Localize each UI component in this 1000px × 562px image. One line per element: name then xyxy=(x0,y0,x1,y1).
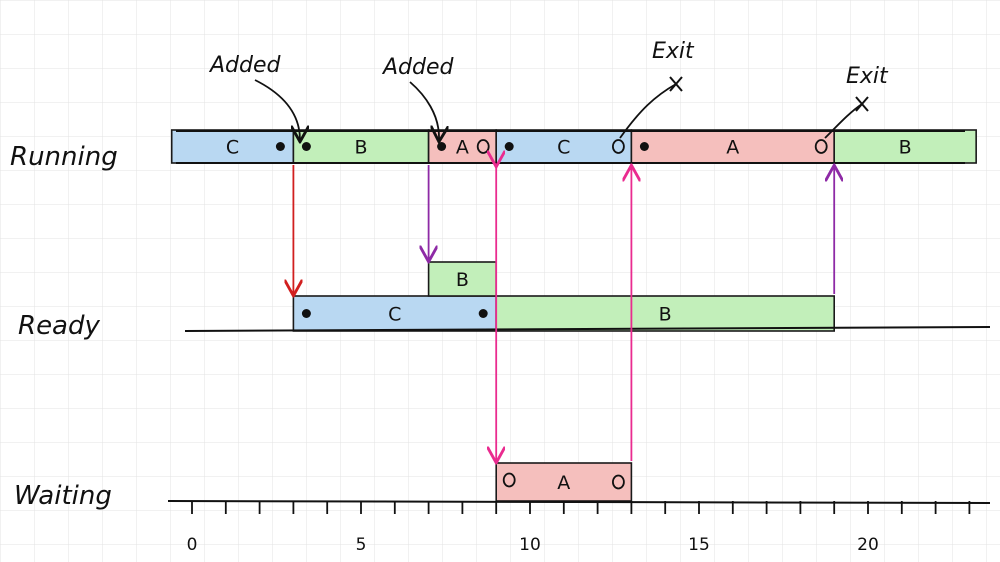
row-label-waiting: Waiting xyxy=(14,481,112,511)
ready-segment-c-0 xyxy=(292,295,497,332)
axis-tick-label-15: 15 xyxy=(688,535,710,555)
running-segment-c-0-label: C xyxy=(226,137,239,159)
annotation-exit-2: Exit xyxy=(846,64,889,89)
running-segment-a-2-circle-end xyxy=(476,139,490,154)
running-segment-b-5-label: B xyxy=(899,137,912,159)
ready-segment-b-1-label: B xyxy=(659,304,672,326)
running-segment-c-0-dot-end xyxy=(275,142,285,151)
waiting-segment-a-0-label: A xyxy=(557,472,570,494)
running-segment-a-2-dot-start xyxy=(437,142,447,151)
axis-tick-label-0: 0 xyxy=(187,535,198,555)
running-segment-c-3-label: C xyxy=(557,137,570,159)
ready-segment-c-0-label: C xyxy=(388,304,401,326)
ready-segment-b-1 xyxy=(495,295,836,332)
ready-segment-c-0-dot-end xyxy=(478,309,488,318)
ready-segment-b-2-label: B xyxy=(456,269,469,291)
exit-1-cross-icon xyxy=(669,76,683,92)
baselines-layer xyxy=(167,130,991,504)
running-segment-c-0 xyxy=(170,129,295,164)
running-segment-b-1-label: B xyxy=(354,137,367,159)
running-segment-a-2-label: A xyxy=(456,137,469,159)
waiting-segment-a-0-circle-start xyxy=(502,472,516,488)
row-label-running: Running xyxy=(10,142,118,172)
exit-2-cross-icon xyxy=(855,96,869,112)
running-segment-b-1-dot-start xyxy=(301,142,311,151)
annotation-added-2: Added xyxy=(381,55,455,80)
annotation-added-1: Added xyxy=(208,53,282,78)
running-segment-a-4-label: A xyxy=(726,137,739,159)
running-segment-a-4-circle-end xyxy=(814,139,828,154)
running-segment-c-3 xyxy=(495,129,633,164)
annotation-exit-1-line xyxy=(619,83,677,139)
running-segment-c-3-circle-end xyxy=(612,139,625,154)
waiting-baseline xyxy=(167,500,991,504)
waiting-segment-a-0-circle-end xyxy=(612,474,625,490)
axis-tick-label-5: 5 xyxy=(356,535,367,555)
running-segment-a-4 xyxy=(630,129,836,164)
ready-baseline xyxy=(184,326,991,332)
running-segment-a-4-dot-start xyxy=(639,142,649,151)
transition-arrows-layer xyxy=(293,165,834,461)
annotation-exit-1: Exit xyxy=(652,39,695,64)
running-segment-b-1 xyxy=(292,129,430,164)
row-label-ready: Ready xyxy=(18,311,100,341)
annotation-added-2-arrow xyxy=(409,81,439,140)
ready-segment-c-0-dot-start xyxy=(301,309,311,318)
annotation-added-1-arrow xyxy=(254,79,300,140)
time-axis: 0 5 10 15 20 xyxy=(187,501,971,555)
running-segment-c-3-dot-start xyxy=(504,142,514,151)
axis-tick-label-10: 10 xyxy=(519,535,541,555)
segments-layer: C B A C A B C B B A xyxy=(170,129,977,502)
axis-tick-label-20: 20 xyxy=(857,535,879,555)
running-segment-b-5 xyxy=(833,129,977,164)
